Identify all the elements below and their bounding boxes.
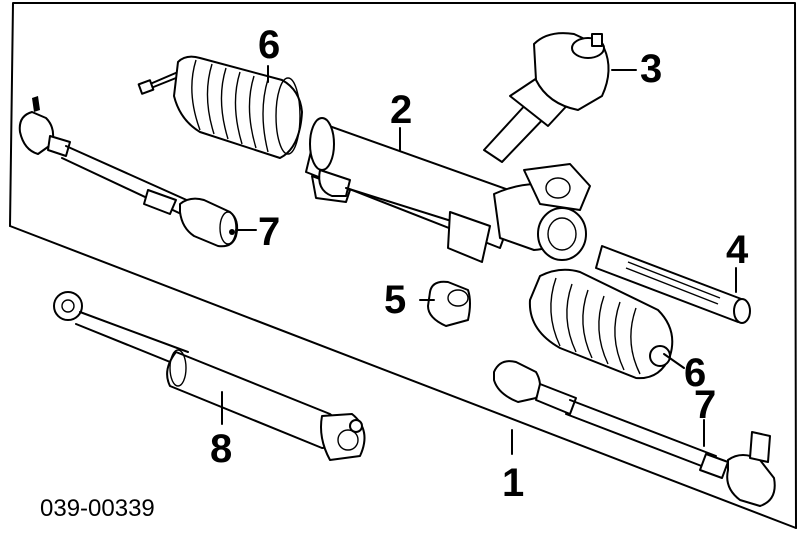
callout-3: 3 — [640, 47, 662, 91]
rack-housing — [305, 117, 591, 263]
assembly-panel-outline-upper — [9, 2, 797, 529]
callout-7-left: 7 — [258, 210, 280, 254]
boot-top — [137, 55, 303, 159]
tie-rod-end-left — [18, 96, 239, 248]
callout-1: 1 — [502, 461, 524, 505]
boot-bottom — [528, 268, 674, 380]
callout-8: 8 — [210, 427, 232, 471]
rack-gear — [595, 245, 751, 324]
callout-6-bottom: 6 — [684, 351, 706, 395]
callout-7-right: 7 — [694, 383, 716, 427]
callout-5: 5 — [384, 278, 406, 322]
assembly-panel-outline-lower — [9, 225, 797, 529]
bushing — [427, 280, 471, 327]
diagram-code: 039-00339 — [40, 495, 155, 522]
leader-lines — [221, 65, 737, 455]
callout-4: 4 — [726, 228, 749, 272]
tie-rod-right — [493, 360, 776, 507]
pinion-valve — [483, 32, 610, 163]
callout-2: 2 — [390, 88, 412, 132]
damper — [53, 291, 366, 461]
callout-6-top: 6 — [258, 23, 280, 67]
